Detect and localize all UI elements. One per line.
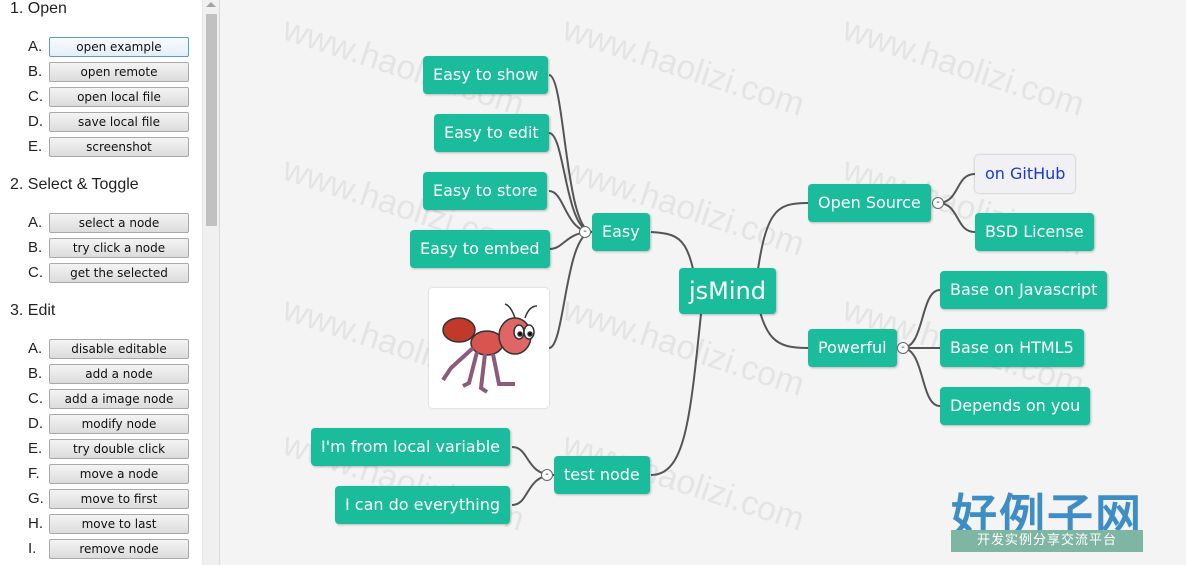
open-example-button[interactable]: open example [49, 37, 189, 57]
mindmap-node-easy-to-store[interactable]: Easy to store [423, 172, 548, 210]
add-image-node-button[interactable]: add a image node [49, 389, 189, 409]
item-letter: I. [28, 540, 37, 557]
item-letter: D. [28, 113, 43, 130]
section-title-open: 1. Open [10, 0, 67, 17]
action-row: A. open example [0, 37, 202, 59]
disable-editable-button[interactable]: disable editable [49, 339, 189, 359]
action-row: E. try double click [0, 439, 202, 461]
section-title-edit: 3. Edit [10, 302, 56, 319]
save-local-file-button[interactable]: save local file [49, 112, 189, 132]
action-row: B. open remote [0, 62, 202, 84]
move-a-node-button[interactable]: move a node [49, 464, 189, 484]
mindmap-node-open-source[interactable]: Open Source [808, 184, 931, 222]
collapse-toggle-icon[interactable]: - [541, 469, 553, 481]
open-local-file-button[interactable]: open local file [49, 87, 189, 107]
mindmap-canvas[interactable]: www.haolizi.com www.haolizi.com www.haol… [219, 0, 1186, 565]
ant-icon [441, 303, 538, 394]
mindmap-node-test-node[interactable]: test node [554, 456, 650, 494]
action-row: A. disable editable [0, 339, 202, 361]
section-title-select-toggle: 2. Select & Toggle [10, 176, 139, 193]
item-letter: A. [28, 38, 43, 55]
add-a-node-button[interactable]: add a node [49, 364, 189, 384]
action-row: C. get the selected [0, 263, 202, 285]
item-letter: A. [28, 340, 43, 357]
mindmap-node-base-on-javascript[interactable]: Base on Javascript [940, 271, 1108, 309]
action-row: I. remove node [0, 539, 202, 561]
action-row: B. try click a node [0, 238, 202, 260]
item-letter: G. [28, 490, 44, 507]
action-row: C. add a image node [0, 389, 202, 411]
sidebar-scrollbar[interactable] [202, 0, 219, 565]
modify-node-button[interactable]: modify node [49, 414, 189, 434]
item-letter: C. [28, 264, 43, 281]
brand-logo: 好例子网 开发实例分享交流平台 [951, 480, 1146, 556]
sidebar: 1. Open A. open example B. open remote C. o… [0, 0, 202, 565]
item-letter: C. [28, 88, 43, 105]
action-row: H. move to last [0, 514, 202, 536]
action-row: D. modify node [0, 414, 202, 436]
action-row: F. move a node [0, 464, 202, 486]
action-row: A. select a node [0, 213, 202, 235]
item-letter: B. [28, 239, 43, 256]
action-row: B. add a node [0, 364, 202, 386]
open-remote-button[interactable]: open remote [49, 62, 189, 82]
mindmap-node-powerful[interactable]: Powerful [808, 329, 897, 367]
item-letter: H. [28, 515, 43, 532]
screenshot-button[interactable]: screenshot [49, 137, 189, 157]
remove-node-button[interactable]: remove node [49, 539, 189, 559]
try-double-click-button[interactable]: try double click [49, 439, 189, 459]
mindmap-root-node[interactable]: jsMind [679, 268, 776, 314]
move-to-first-button[interactable]: move to first [49, 489, 189, 509]
item-letter: B. [28, 63, 43, 80]
mindmap-node-bsd-license[interactable]: BSD License [975, 213, 1094, 251]
mindmap-node-easy[interactable]: Easy [592, 213, 650, 251]
mindmap-node-easy-to-edit[interactable]: Easy to edit [434, 114, 549, 152]
collapse-toggle-icon[interactable]: - [897, 342, 909, 354]
item-letter: B. [28, 365, 43, 382]
scrollbar-thumb[interactable] [206, 14, 217, 226]
mindmap-node-depends-on-you[interactable]: Depends on you [940, 387, 1091, 425]
action-row: G. move to first [0, 489, 202, 511]
item-letter: A. [28, 214, 43, 231]
item-letter: D. [28, 415, 43, 432]
get-the-selected-button[interactable]: get the selected [49, 263, 189, 283]
item-letter: C. [28, 390, 43, 407]
collapse-toggle-icon[interactable]: - [579, 226, 591, 238]
action-row: D. save local file [0, 112, 202, 134]
action-row: C. open local file [0, 87, 202, 109]
mindmap-node-local-variable[interactable]: I'm from local variable [311, 428, 511, 466]
mindmap-node-base-on-html5[interactable]: Base on HTML5 [940, 329, 1084, 367]
try-click-a-node-button[interactable]: try click a node [49, 238, 189, 258]
scroll-up-arrow-icon[interactable] [206, 2, 216, 7]
mindmap-image-node[interactable] [429, 288, 549, 408]
mindmap-node-on-github[interactable]: on GitHub [975, 155, 1076, 193]
action-row: E. screenshot [0, 137, 202, 159]
item-letter: E. [28, 138, 43, 155]
collapse-toggle-icon[interactable]: - [932, 197, 944, 209]
mindmap-node-do-everything[interactable]: I can do everything [335, 486, 511, 524]
item-letter: F. [28, 465, 40, 482]
mindmap-node-easy-to-show[interactable]: Easy to show [423, 56, 549, 94]
move-to-last-button[interactable]: move to last [49, 514, 189, 534]
select-a-node-button[interactable]: select a node [49, 213, 189, 233]
brand-subtitle: 开发实例分享交流平台 [951, 530, 1143, 552]
mindmap-node-easy-to-embed[interactable]: Easy to embed [410, 230, 550, 268]
item-letter: E. [28, 440, 43, 457]
